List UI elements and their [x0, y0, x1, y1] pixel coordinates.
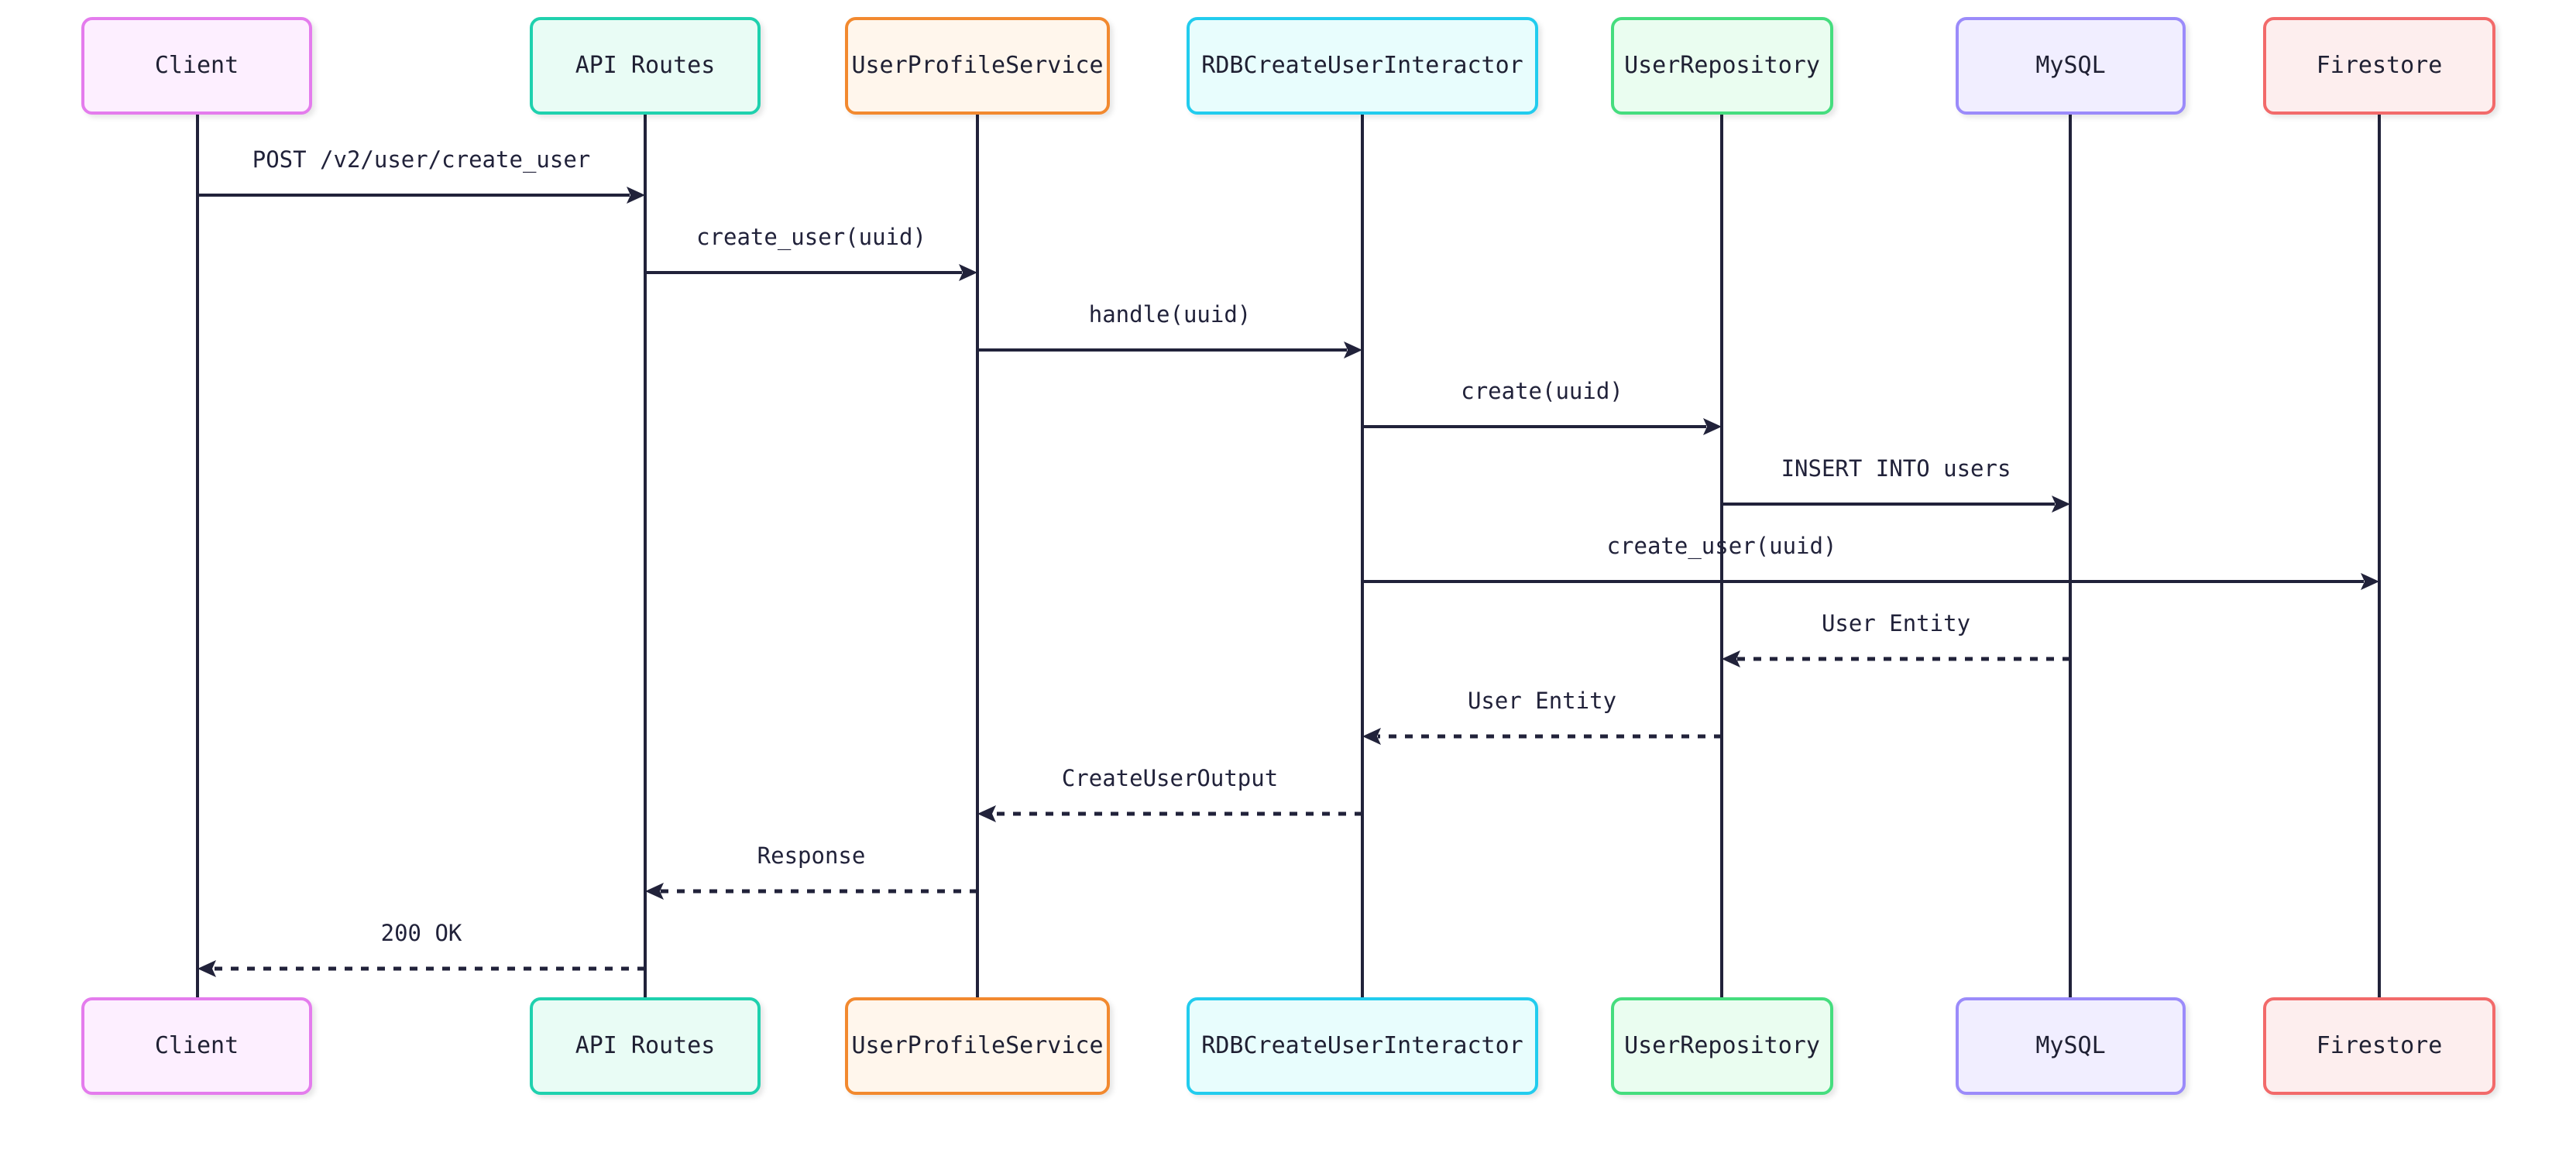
participant-bottom-mysql[interactable]: MySQL — [1956, 997, 2186, 1095]
msg-create-user-uuid-label: create_user(uuid) — [696, 224, 926, 250]
participant-bottom-rdb-create-user-interactor[interactable]: RDBCreateUserInteractor — [1187, 997, 1538, 1095]
msg-user-entity-repo-arrowhead — [1362, 728, 1381, 745]
participant-label-api-routes: API Routes — [575, 1032, 716, 1059]
msg-create-uuid-arrowhead — [1703, 418, 1722, 435]
msg-user-entity-repo-label: User Entity — [1467, 688, 1617, 714]
participant-label-rdb-create-user-interactor: RDBCreateUserInteractor — [1201, 1032, 1523, 1059]
participant-label-mysql: MySQL — [2035, 1032, 2106, 1059]
participant-label-user-profile-service: UserProfileService — [851, 1032, 1104, 1059]
msg-post-create-user-label: POST /v2/user/create_user — [252, 146, 591, 173]
participant-bottom-client[interactable]: Client — [81, 997, 312, 1095]
participant-top-api-routes[interactable]: API Routes — [530, 17, 761, 115]
participant-bottom-user-profile-service[interactable]: UserProfileService — [845, 997, 1110, 1095]
msg-response-arrowhead — [645, 883, 664, 900]
participant-bottom-user-repository[interactable]: UserRepository — [1611, 997, 1833, 1095]
participant-label-user-repository: UserRepository — [1624, 52, 1820, 79]
msg-handle-uuid-arrowhead — [1344, 341, 1362, 359]
msg-200-ok-label: 200 OK — [380, 920, 462, 946]
msg-200-ok-arrowhead — [197, 960, 216, 977]
msg-create-user-firestore-label: create_user(uuid) — [1606, 533, 1837, 559]
msg-insert-into-users-arrowhead — [2052, 496, 2070, 513]
participant-top-user-profile-service[interactable]: UserProfileService — [845, 17, 1110, 115]
msg-response-label: Response — [757, 842, 866, 869]
participant-top-firestore[interactable]: Firestore — [2263, 17, 2495, 115]
participant-label-mysql: MySQL — [2035, 52, 2106, 79]
participant-bottom-api-routes[interactable]: API Routes — [530, 997, 761, 1095]
participant-top-mysql[interactable]: MySQL — [1956, 17, 2186, 115]
message-arrows-group — [197, 187, 2379, 977]
msg-create-user-uuid-arrowhead — [959, 264, 977, 281]
participant-label-firestore: Firestore — [2316, 1032, 2443, 1059]
participant-label-client: Client — [154, 52, 239, 79]
participant-label-user-profile-service: UserProfileService — [851, 52, 1104, 79]
msg-handle-uuid-label: handle(uuid) — [1088, 301, 1252, 328]
participant-label-rdb-create-user-interactor: RDBCreateUserInteractor — [1201, 52, 1523, 79]
participant-bottom-firestore[interactable]: Firestore — [2263, 997, 2495, 1095]
msg-insert-into-users-label: INSERT INTO users — [1781, 455, 2011, 482]
msg-create-user-firestore-arrowhead — [2361, 573, 2379, 590]
participant-label-client: Client — [154, 1032, 239, 1059]
participant-label-api-routes: API Routes — [575, 52, 716, 79]
participant-top-user-repository[interactable]: UserRepository — [1611, 17, 1833, 115]
msg-user-entity-mysql-arrowhead — [1722, 650, 1740, 667]
lifelines-group — [196, 115, 2381, 997]
msg-post-create-user-arrowhead — [627, 187, 645, 204]
participant-label-firestore: Firestore — [2316, 52, 2443, 79]
participant-label-user-repository: UserRepository — [1624, 1032, 1820, 1059]
msg-create-uuid-label: create(uuid) — [1461, 378, 1623, 404]
participant-top-client[interactable]: Client — [81, 17, 312, 115]
msg-create-user-output-label: CreateUserOutput — [1061, 765, 1279, 791]
msg-user-entity-mysql-label: User Entity — [1821, 610, 1971, 636]
msg-create-user-output-arrowhead — [977, 805, 996, 822]
participant-top-rdb-create-user-interactor[interactable]: RDBCreateUserInteractor — [1187, 17, 1538, 115]
